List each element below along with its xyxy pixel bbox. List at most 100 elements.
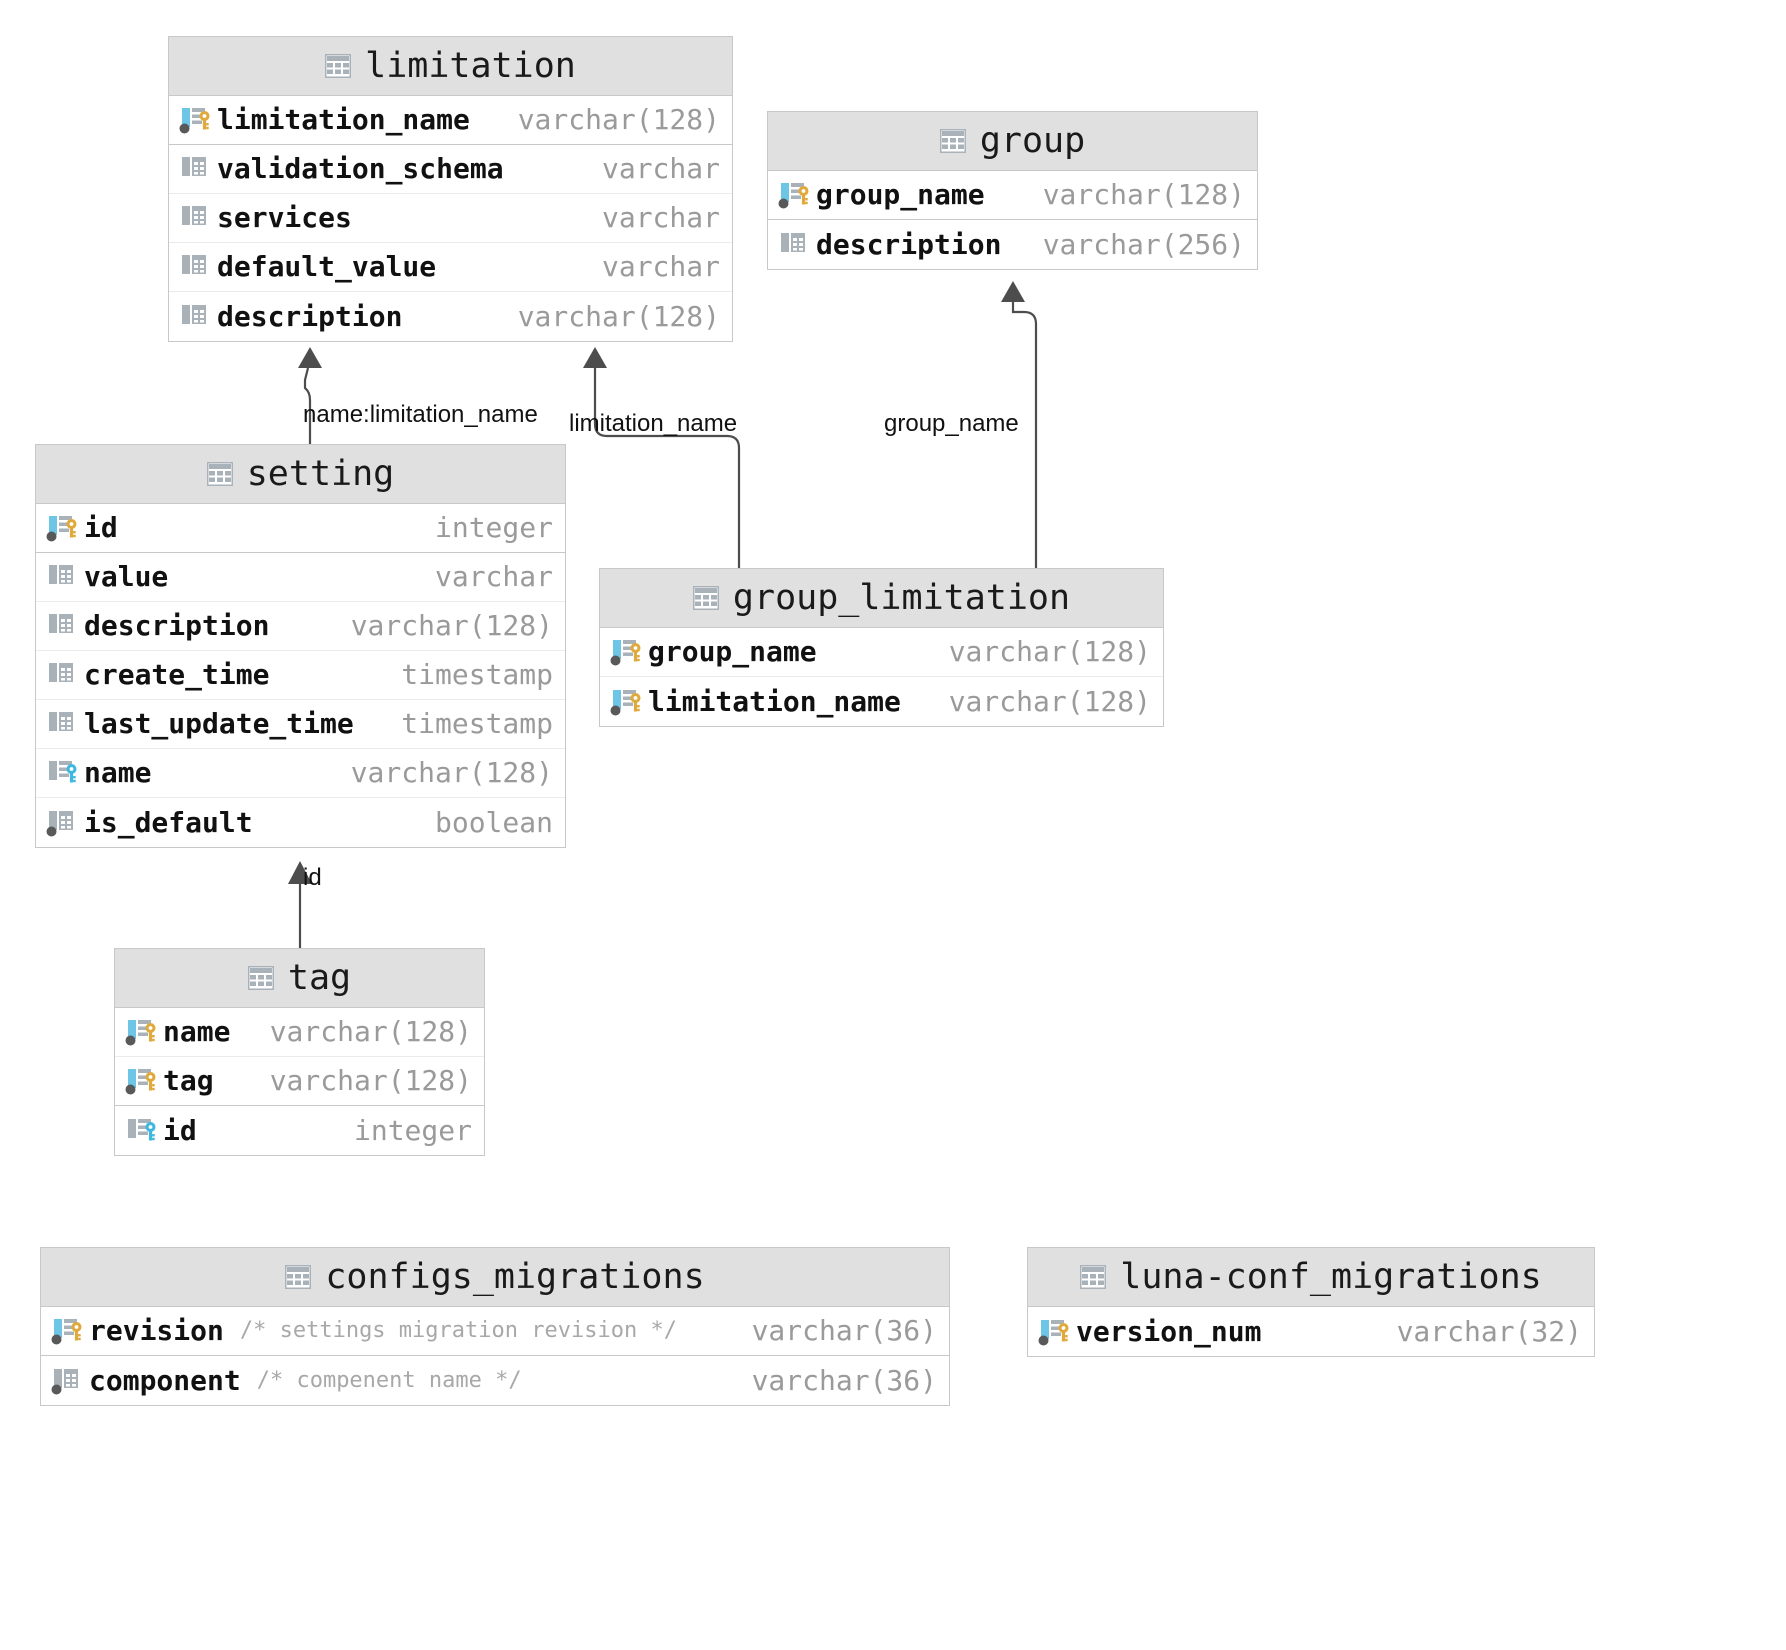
column-row[interactable]: version_num varchar(32) — [1028, 1307, 1594, 1356]
column-type: timestamp — [401, 658, 553, 691]
column-name: id — [84, 511, 118, 544]
column-name: revision — [89, 1314, 224, 1347]
entity-title: luna-conf_migrations — [1120, 1256, 1542, 1297]
column-name: tag — [163, 1064, 214, 1097]
column-row[interactable]: limitation_name varchar(128) — [600, 677, 1163, 726]
edge-setting-to-limitation — [298, 347, 322, 444]
column-type: timestamp — [401, 707, 553, 740]
column-row[interactable]: default_value varchar — [169, 243, 732, 292]
column-icon — [46, 709, 80, 739]
column-name: group_name — [648, 635, 817, 668]
entity-table-configs_migrations[interactable]: configs_migrations revision /* settings mi… — [40, 1247, 950, 1406]
column-row[interactable]: group_name varchar(128) — [600, 628, 1163, 677]
entity-table-luna-conf_migrations[interactable]: luna-conf_migrations version_num varchar(3… — [1027, 1247, 1595, 1357]
column-type: varchar(128) — [1042, 178, 1245, 211]
column-row[interactable]: description varchar(128) — [36, 602, 565, 651]
edge-grouplimitation-to-limitation — [583, 347, 741, 568]
column-row[interactable]: revision /* settings migration revision *… — [41, 1307, 949, 1356]
table-icon — [324, 53, 352, 79]
column-row[interactable]: limitation_name varchar(128) — [169, 96, 732, 145]
column-name: group_name — [816, 178, 985, 211]
column-comment: /* settings migration revision */ — [239, 1320, 677, 1342]
entity-header-group_limitation[interactable]: group_limitation — [600, 569, 1163, 628]
column-row[interactable]: component/* compenent name */varchar(36) — [41, 1356, 949, 1405]
column-icon — [179, 302, 213, 332]
column-type: varchar(128) — [948, 635, 1151, 668]
column-icon — [46, 660, 80, 690]
pk-key-icon — [610, 637, 644, 667]
column-row[interactable]: value varchar — [36, 553, 565, 602]
column-icon — [179, 252, 213, 282]
column-name: services — [217, 201, 352, 234]
table-icon — [1079, 1264, 1107, 1290]
column-type: varchar — [601, 152, 720, 185]
column-row[interactable]: create_time timestamp — [36, 651, 565, 700]
column-name: create_time — [84, 658, 270, 691]
column-row[interactable]: name varchar(128) — [36, 749, 565, 798]
column-name: description — [84, 609, 270, 642]
column-name: version_num — [1076, 1314, 1262, 1348]
entity-header-setting[interactable]: setting — [36, 445, 565, 504]
table-icon — [247, 965, 275, 991]
column-name: id — [163, 1113, 197, 1147]
column-row[interactable]: id integer — [115, 1106, 484, 1155]
indexed-column-icon — [51, 1366, 85, 1396]
column-type: varchar — [434, 560, 553, 593]
indexed-column-icon — [46, 808, 80, 838]
unique-key-icon — [46, 758, 80, 788]
column-type: varchar — [601, 250, 720, 283]
column-name: value — [84, 560, 169, 593]
column-type: varchar(32) — [1396, 1314, 1582, 1348]
column-type: varchar(128) — [269, 1015, 472, 1048]
column-type: varchar(128) — [350, 609, 553, 642]
pk-key-icon — [1038, 1317, 1072, 1347]
table-icon — [692, 585, 720, 611]
pk-key-icon — [125, 1066, 159, 1096]
column-name: default_value — [217, 250, 437, 283]
entity-title: limitation — [365, 45, 576, 86]
column-name: is_default — [84, 805, 253, 839]
column-name: name — [84, 756, 152, 789]
column-name: component — [89, 1363, 241, 1397]
column-row[interactable]: group_name varchar(128) — [768, 171, 1257, 220]
entity-header-luna-conf_migrations[interactable]: luna-conf_migrations — [1028, 1248, 1594, 1307]
column-type: varchar(128) — [948, 684, 1151, 718]
entity-title: tag — [287, 957, 352, 998]
entity-title: group_limitation — [732, 577, 1071, 618]
entity-header-limitation[interactable]: limitation — [169, 37, 732, 96]
pk-key-icon — [610, 687, 644, 717]
column-type: varchar(36) — [751, 1314, 937, 1347]
entity-header-tag[interactable]: tag — [115, 949, 484, 1008]
edge-label-grouplimitation-to-limitation: limitation_name — [569, 410, 738, 437]
column-type: varchar(128) — [350, 756, 553, 789]
edge-label-grouplimitation-to-group: group_name — [884, 410, 1019, 437]
column-name: limitation_name — [648, 684, 901, 718]
entity-header-configs_migrations[interactable]: configs_migrations — [41, 1248, 949, 1307]
pk-key-icon — [179, 105, 213, 135]
column-type: integer — [353, 1113, 472, 1147]
entity-header-group[interactable]: group — [768, 112, 1257, 171]
edge-label-tag-to-setting: id — [303, 864, 322, 891]
column-comment: /* compenent name */ — [256, 1369, 522, 1392]
column-name: limitation_name — [217, 103, 470, 136]
column-type: varchar(128) — [517, 103, 720, 136]
table-icon — [939, 128, 967, 154]
pk-key-icon — [778, 180, 812, 210]
unique-key-icon — [125, 1116, 159, 1146]
entity-table-limitation[interactable]: limitation limitation_name varchar(128) val… — [168, 36, 733, 342]
pk-key-icon — [125, 1017, 159, 1047]
